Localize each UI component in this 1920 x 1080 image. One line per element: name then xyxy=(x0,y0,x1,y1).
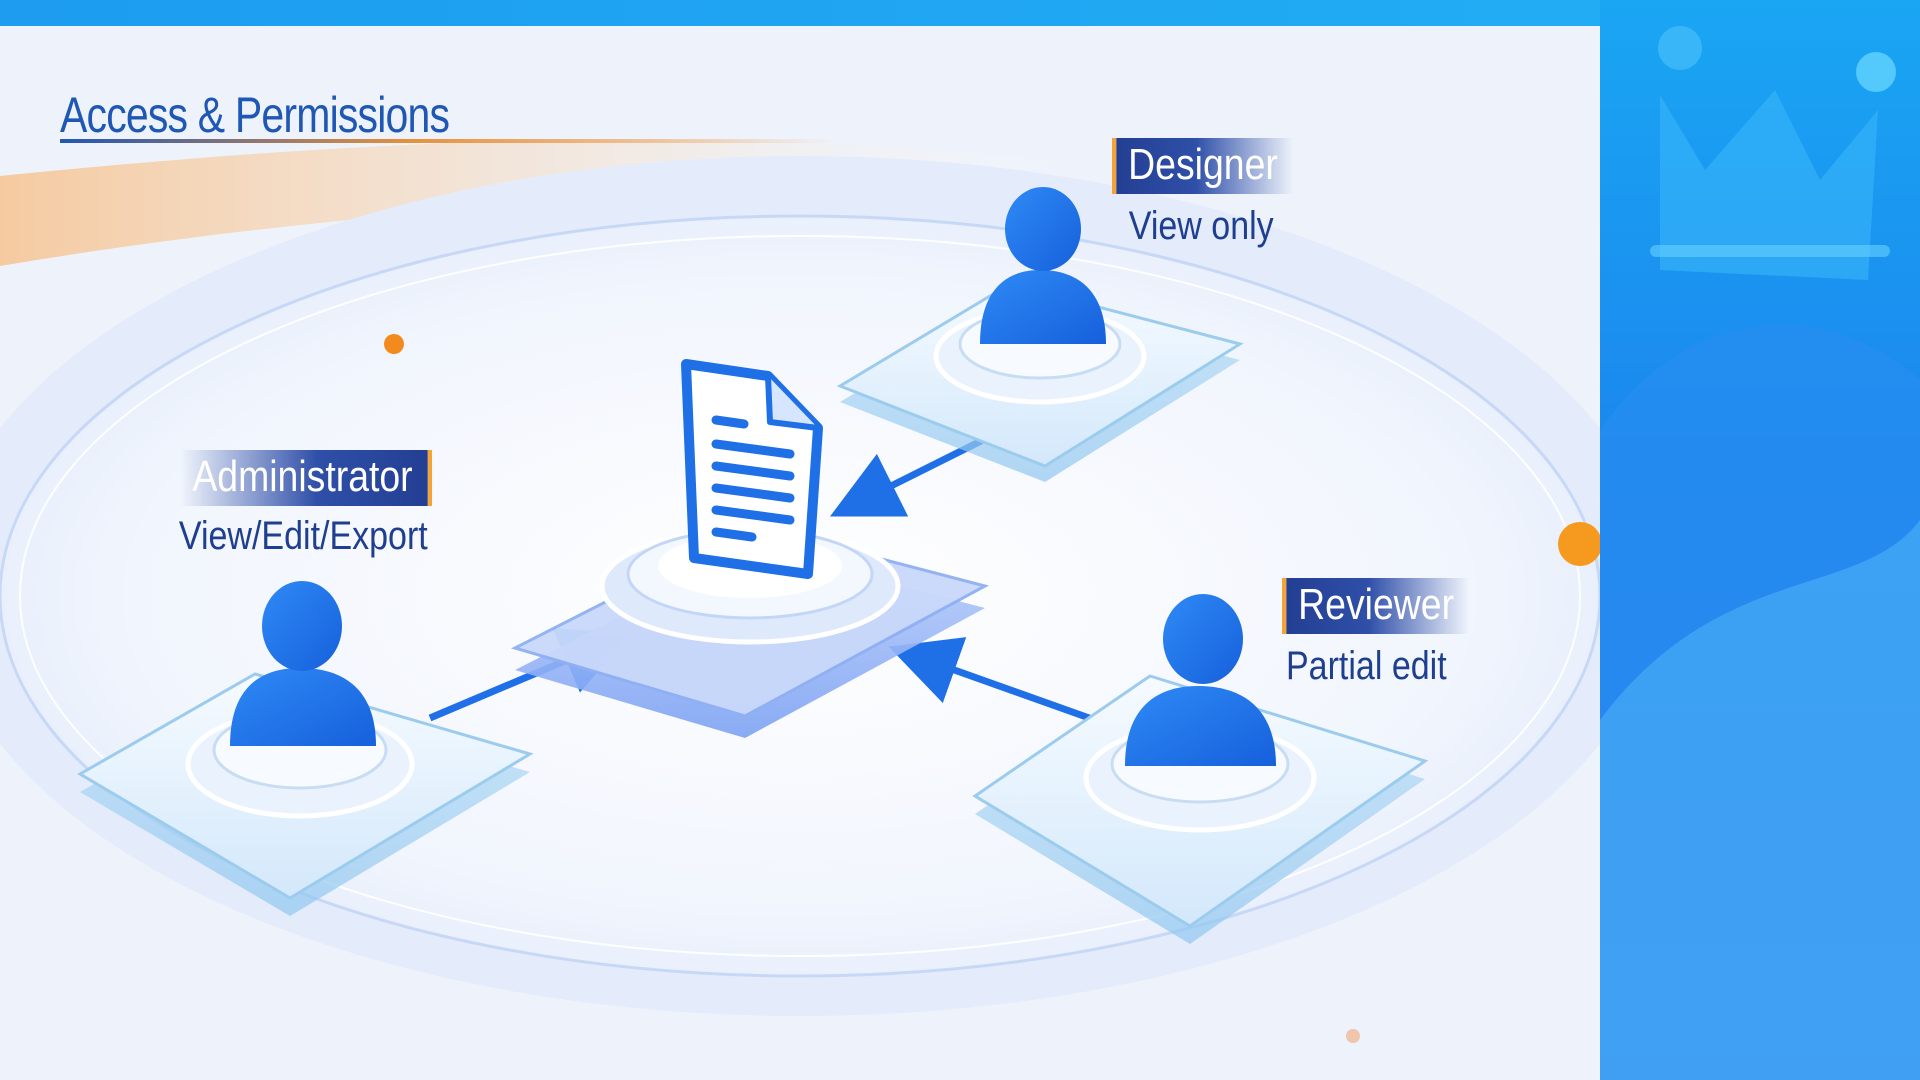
edge-reviewer-to-document xyxy=(888,637,1094,723)
decorative-dot xyxy=(384,334,404,354)
decorative-crown-graphic xyxy=(1600,26,1920,1080)
decorative-side-panel xyxy=(1600,0,1920,1080)
diagram-graphics xyxy=(0,139,1600,1043)
role-label-reviewer: Reviewer xyxy=(1282,578,1470,634)
user-node-reviewer xyxy=(972,594,1429,944)
page-title: Access & Permissions xyxy=(60,87,450,143)
document-icon xyxy=(681,359,823,579)
user-icon xyxy=(980,187,1106,344)
user-node-administrator xyxy=(77,581,534,916)
role-label-designer: Designer xyxy=(1112,138,1294,194)
permission-label-designer: View only xyxy=(1128,204,1274,248)
diagram-canvas: Access & Permissions Designer View only … xyxy=(0,26,1600,1080)
decorative-dot xyxy=(1346,1029,1360,1043)
document-node xyxy=(510,359,990,738)
permission-label-administrator: View/Edit/Export xyxy=(179,514,428,558)
role-label-administrator: Administrator xyxy=(180,450,432,506)
user-icon xyxy=(230,581,376,746)
decorative-dot xyxy=(1558,522,1600,566)
user-node-designer xyxy=(836,187,1244,482)
user-icon xyxy=(1125,594,1276,766)
title-underline xyxy=(60,139,840,143)
permission-label-reviewer: Partial edit xyxy=(1286,644,1447,688)
